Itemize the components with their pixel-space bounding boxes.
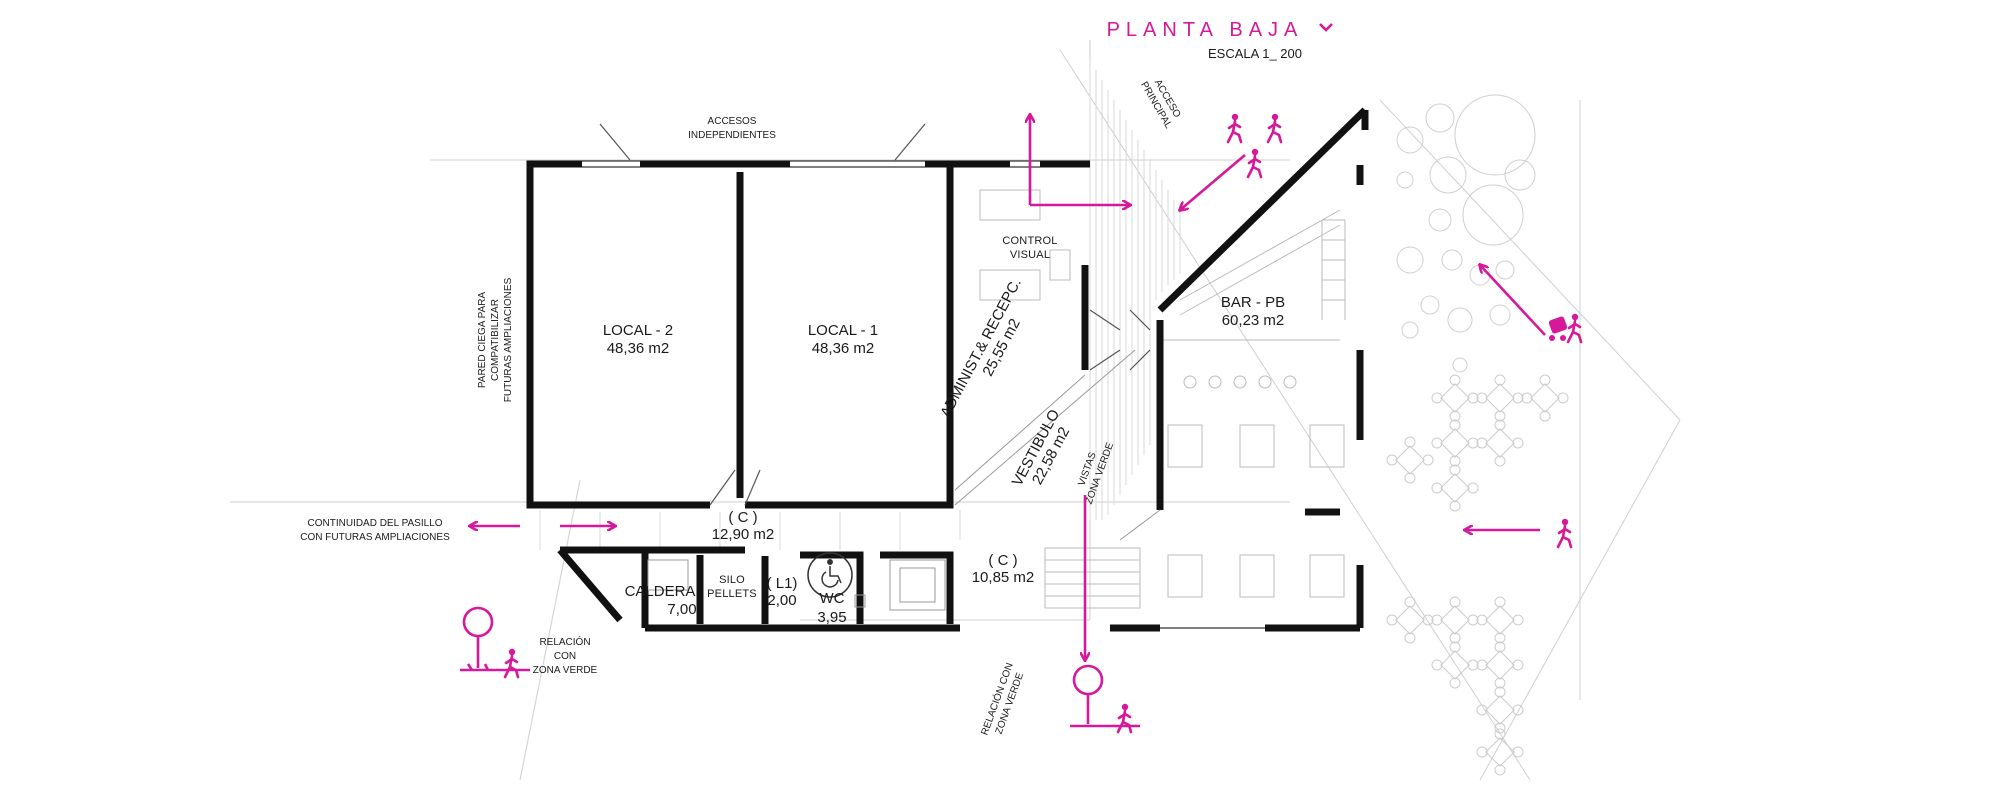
- room-silo-name-1: SILO: [719, 574, 745, 586]
- person-walking-icon: [1246, 147, 1263, 179]
- room-labels: LOCAL - 2 48,36 m2 LOCAL - 1 48,36 m2 CO…: [603, 235, 1285, 626]
- arrow-icon: [1180, 154, 1246, 210]
- circulation-hatch: [539, 60, 1181, 550]
- people-icons: [503, 112, 1583, 734]
- chevron-down-icon: [1319, 23, 1333, 32]
- room-silo-name-2: PELLETS: [707, 588, 757, 600]
- relacion-left-3: ZONA VERDE: [533, 665, 598, 676]
- room-corridor2-area: 10,85 m2: [972, 569, 1035, 586]
- person-walking-icon: [1556, 517, 1573, 549]
- room-wc-area: 3,95: [817, 609, 846, 626]
- flow-arrows: [470, 115, 1546, 660]
- relacion-left-1: RELACIÓN: [539, 635, 590, 648]
- room-corridor-area: 12,90 m2: [712, 526, 775, 543]
- relacion-left-2: CON: [554, 651, 576, 662]
- person-walking-icon: [1226, 112, 1243, 144]
- pared-ciega-label-2: COMPATIBILIZAR: [490, 299, 501, 381]
- room-corridor-name: ( C ): [728, 509, 757, 526]
- stairs: [1044, 547, 1141, 609]
- walls: [526, 107, 1369, 632]
- room-control-name-2: VISUAL: [1010, 249, 1050, 261]
- arrow-icon: [1480, 265, 1546, 336]
- accesos-label-2: INDEPENDIENTES: [688, 130, 776, 141]
- room-caldera-name: CALDERA: [625, 583, 696, 600]
- bar-furniture: [1160, 209, 1346, 598]
- doors: [599, 123, 1151, 506]
- tree-icon: [460, 606, 530, 672]
- room-corridor2-name: ( C ): [988, 552, 1017, 569]
- room-caldera-area: 7,00: [667, 601, 696, 618]
- wheelchair-icon: [821, 559, 842, 588]
- person-walking-icon: [1266, 112, 1283, 144]
- continuidad-label-1: CONTINUIDAD DEL PASILLO: [307, 518, 442, 529]
- plan-scale: ESCALA 1_ 200: [1208, 46, 1302, 61]
- plan-title: PLANTA BAJA ESCALA 1_ 200: [1107, 19, 1333, 61]
- room-bar-area: 60,23 m2: [1222, 312, 1285, 329]
- person-walking-icon: [1116, 702, 1133, 734]
- room-l1-name: ( L1): [767, 575, 798, 592]
- wc-fixtures: [647, 552, 946, 611]
- room-wc-name: WC: [820, 590, 845, 607]
- room-local2-area: 48,36 m2: [607, 340, 670, 357]
- plan-title-text: PLANTA BAJA: [1107, 19, 1304, 41]
- pared-ciega-label-1: PARED CIEGA PARA: [477, 292, 488, 389]
- room-local2-name: LOCAL - 2: [603, 322, 673, 339]
- person-with-stroller-icon: [1548, 312, 1583, 344]
- room-local1-area: 48,36 m2: [812, 340, 875, 357]
- room-bar-name: BAR - PB: [1221, 294, 1285, 311]
- vestibulo-lines: [954, 349, 1161, 541]
- room-local1-name: LOCAL - 1: [808, 322, 878, 339]
- room-control-name-1: CONTROL: [1002, 235, 1057, 247]
- landscape-trees: [1396, 94, 1536, 373]
- terrace-tables: [1386, 374, 1569, 776]
- windows: [582, 160, 1265, 629]
- person-walking-icon: [503, 647, 520, 679]
- pared-ciega-label-3: FUTURAS AMPLIACIONES: [503, 277, 514, 402]
- accesos-label-1: ACCESOS: [708, 116, 757, 127]
- tree-icon: [1070, 664, 1140, 728]
- continuidad-label-2: CON FUTURAS AMPLIACIONES: [300, 532, 450, 543]
- room-l1-area: 2,00: [767, 592, 796, 609]
